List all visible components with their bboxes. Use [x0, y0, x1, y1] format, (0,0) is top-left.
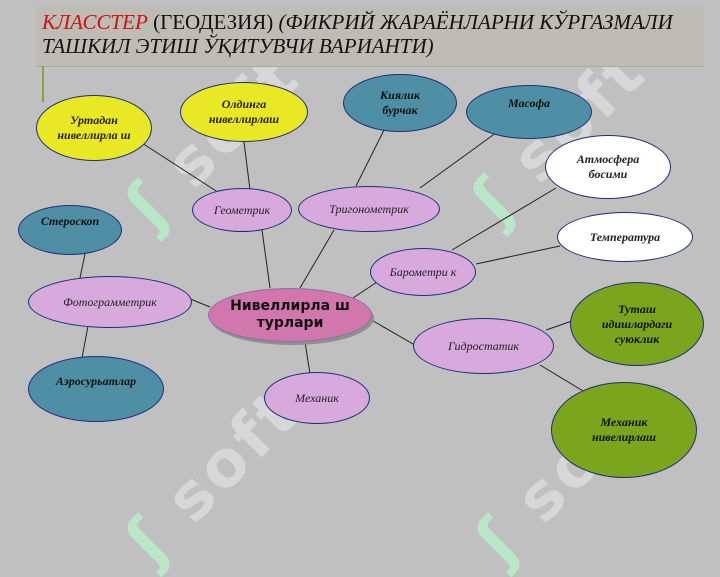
title-accent-bar [42, 66, 44, 102]
title-subject: (ГЕОДЕЗИЯ) [147, 10, 279, 34]
node-from-front: Олдинга нивеллирлаш [180, 82, 308, 142]
line-center-mech [304, 341, 311, 375]
node-from-middle: Уртадан нивеллирла ш [36, 95, 152, 161]
title-cluster: КЛАССТЕР [42, 10, 148, 34]
node-leveling-types: Нивеллирла ш турлари [208, 288, 372, 342]
node-aerial-photos: Аэросурьатлар [28, 356, 164, 422]
title-description: (ФИКРИЙ ЖАРАЁНЛАРНИ КЎРГАЗМАЛИ ТАШКИЛ ЭТ… [42, 10, 673, 58]
line-trig-distance [419, 129, 501, 189]
node-distance: Масофа [466, 85, 592, 139]
line-center-trig [299, 229, 335, 289]
node-mechanic: Механик [264, 372, 370, 424]
node-slope-angle: Киялик бурчак [343, 74, 457, 132]
title-banner [36, 6, 704, 67]
slide-title: КЛАССТЕР (ГЕОДЕЗИЯ) (ФИКРИЙ ЖАРАЁНЛАРНИ … [42, 10, 702, 58]
line-center-geometric [261, 229, 271, 289]
node-hydrostatic: Гидростатик [413, 318, 554, 374]
node-geometric: Геометрик [192, 188, 292, 232]
line-photo-aerial [81, 325, 89, 359]
line-baro-temp [475, 245, 561, 265]
node-connected-vessels: Туташ идишлардаги суюклик [570, 282, 704, 366]
line-geo-front [243, 141, 251, 191]
node-trigonometric: Тригонометрик [298, 186, 440, 232]
node-photogrammetric: Фотограмметрик [28, 276, 192, 328]
node-mechanical-leveling: Механик нивелирлаш [551, 382, 697, 478]
line-center-baro [349, 279, 381, 301]
node-atmospheric-pressure: Атмосфера босими [545, 135, 671, 199]
node-temperature: Температура [557, 212, 693, 262]
node-stereoscope: Стероскоп [18, 205, 122, 255]
node-barometric: Барометри к [370, 248, 476, 296]
line-photo-stereo [79, 253, 86, 279]
connector-lines [79, 129, 599, 401]
line-center-hydro [367, 317, 421, 349]
line-trig-slope [355, 129, 385, 187]
line-baro-atm [451, 187, 557, 251]
